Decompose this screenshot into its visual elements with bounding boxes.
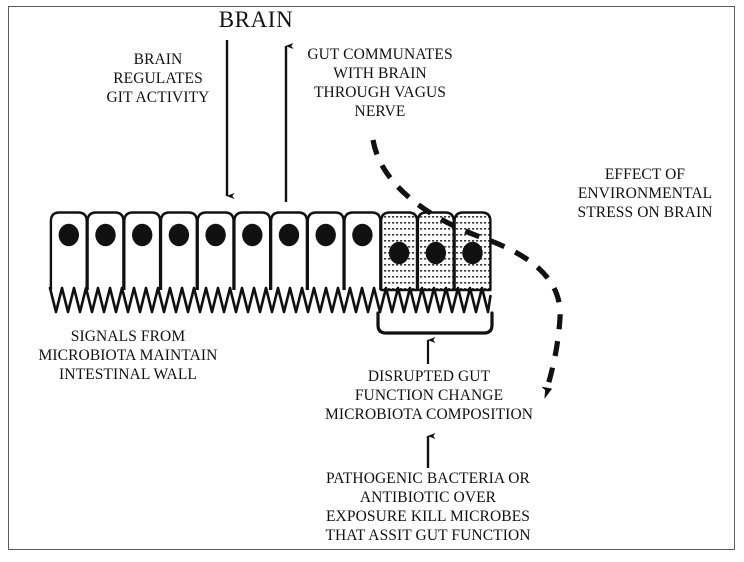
label-disrupted-gut-function: DISRUPTED GUT FUNCTION CHANGE MICROBIOTA…: [324, 368, 534, 423]
normal-epithelial-cells: [49, 211, 382, 290]
epithelial-cell: [86, 211, 125, 290]
intestinal-villi-border: [48, 286, 492, 314]
epithelial-cell: [159, 211, 198, 290]
epithelial-cell: [123, 211, 162, 290]
disrupted-epithelial-cells: [380, 211, 492, 292]
disrupted-region-brace: [376, 311, 494, 335]
label-brain-regulates-git-activity: BRAIN REGULATES GIT ACTIVITY: [106, 51, 210, 106]
disrupted-epithelial-cell: [380, 211, 419, 292]
intestinal-epithelial-wall: [48, 211, 492, 314]
label-gut-communicates-with-brain: GUT COMMUNATES WITH BRAIN THROUGH VAGUS …: [307, 46, 453, 120]
page-title-brain: BRAIN: [218, 7, 294, 32]
disrupted-epithelial-cell: [453, 211, 492, 292]
epithelial-cell: [269, 211, 309, 290]
epithelial-cell: [49, 211, 88, 290]
label-signals-from-microbiota: SIGNALS FROM MICROBIOTA MAINTAIN INTESTI…: [38, 328, 218, 383]
epithelial-cell: [233, 211, 272, 290]
label-effect-of-environmental-stress: EFFECT OF ENVIRONMENTAL STRESS ON BRAIN: [577, 166, 713, 221]
epithelial-cell: [196, 211, 235, 290]
environmental-stress-dashed-arrow: [370, 139, 563, 399]
epithelial-cell: [343, 211, 382, 290]
label-pathogenic-bacteria-antibiotic: PATHOGENIC BACTERIA OR ANTIBIOTIC OVER E…: [325, 470, 531, 544]
epithelial-cell: [306, 211, 345, 290]
